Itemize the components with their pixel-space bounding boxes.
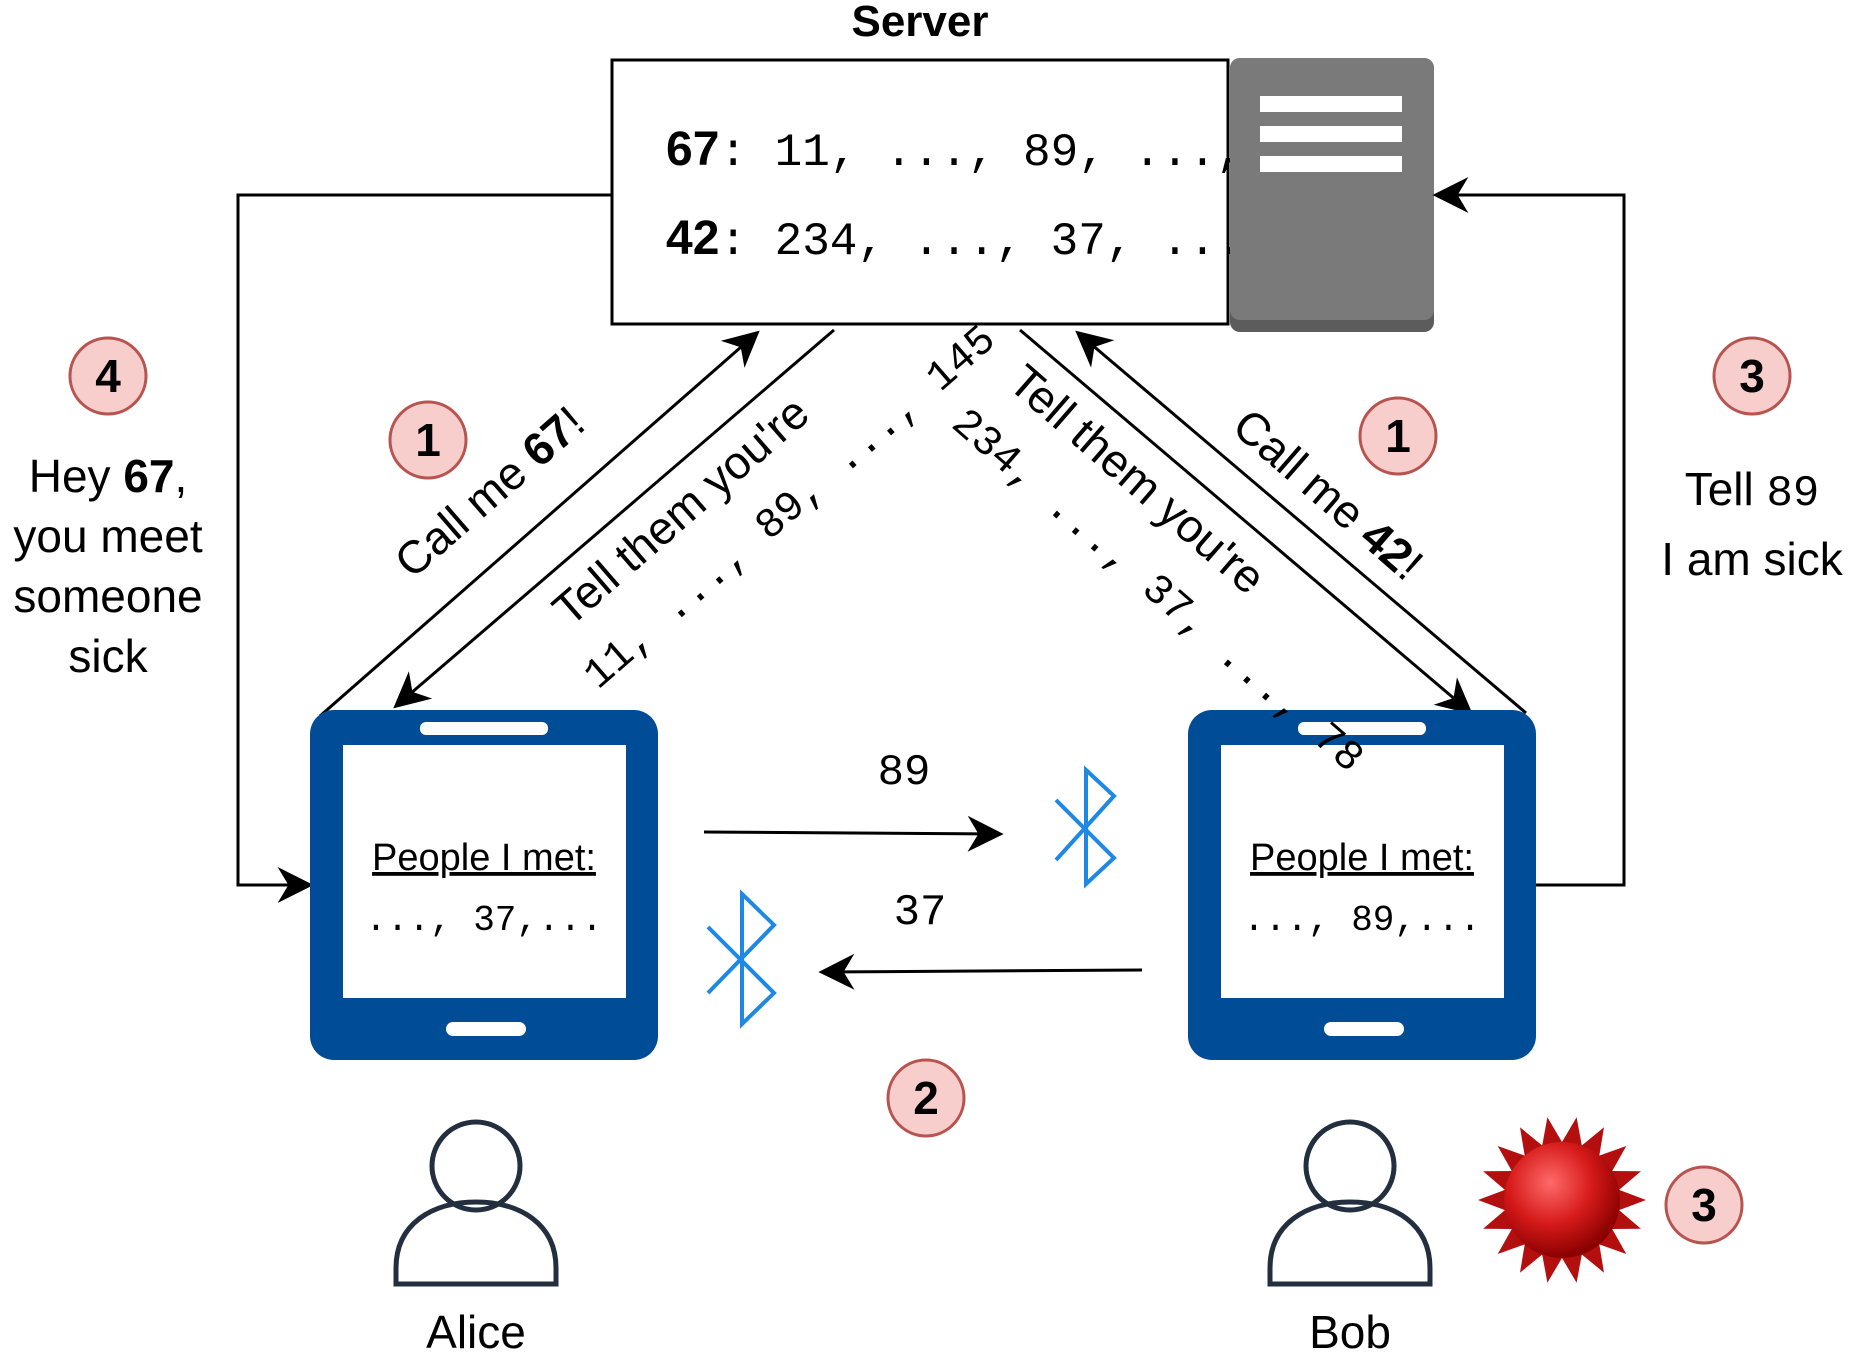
tell-word: Tell xyxy=(1685,463,1767,515)
arrow-bt-bob-to-alice xyxy=(818,953,1143,990)
alice-people-met-values: ..., 37,... xyxy=(365,900,603,941)
step-badge-1-right-label: 1 xyxy=(1385,410,1411,462)
server-row2-id: 42 xyxy=(666,212,719,265)
hey-line-1: Hey 67, xyxy=(29,450,188,502)
arrow-server-to-alice xyxy=(393,328,835,709)
step-badge-3-bob: 3 xyxy=(1664,1165,1744,1245)
alice-people-met-label: People I met: xyxy=(372,837,596,879)
server-title: Server xyxy=(851,0,988,46)
arrow-server-to-bob xyxy=(1019,328,1473,715)
server-table xyxy=(610,58,1230,326)
step-badge-1-left-label: 1 xyxy=(415,414,441,466)
virus-icon xyxy=(1478,1117,1646,1283)
bt-label-89: 89 xyxy=(878,748,931,798)
step-badge-4-label: 4 xyxy=(95,350,121,402)
arrow-bob-to-server xyxy=(1075,330,1527,715)
step-badge-3-bob-label: 3 xyxy=(1691,1179,1717,1231)
bluetooth-icon xyxy=(706,889,777,1029)
arrow-server-notify-alice xyxy=(236,193,612,903)
bob-people-met-label: People I met: xyxy=(1250,837,1474,879)
bt-label-37: 37 xyxy=(894,888,947,938)
server-icon xyxy=(1230,58,1434,332)
hey-line-3: someone xyxy=(13,570,202,622)
arrow-alice-to-server xyxy=(319,330,760,718)
step-badge-3-right-label: 3 xyxy=(1739,350,1765,402)
arrow-bt-alice-to-bob xyxy=(703,815,1004,852)
tell-them-left-values: 11, ..., 89, ..., 145 xyxy=(575,316,1006,699)
hey-id: 67 xyxy=(123,450,174,502)
step-badge-1-right: 1 xyxy=(1358,396,1438,476)
step-badge-2: 2 xyxy=(886,1058,966,1138)
bob-name: Bob xyxy=(1309,1306,1391,1353)
tell-line-1: Tell 89 xyxy=(1685,463,1820,519)
person-icon xyxy=(1267,1119,1433,1287)
server-row1-id: 67 xyxy=(666,123,719,176)
bluetooth-icon xyxy=(1054,765,1117,889)
tell-line-2: I am sick xyxy=(1661,533,1843,585)
step-badge-4: 4 xyxy=(68,336,148,416)
notify-text: Hey 67, you meet someone sick xyxy=(13,450,202,682)
tell-id: 89 xyxy=(1767,469,1820,519)
alice-name: Alice xyxy=(426,1306,526,1353)
hey-suffix: , xyxy=(174,450,187,502)
bob-phone xyxy=(1188,710,1536,1060)
hey-line-2: you meet xyxy=(13,510,202,562)
hey-prefix: Hey xyxy=(29,450,124,502)
alice-phone xyxy=(310,710,658,1060)
step-badge-2-label: 2 xyxy=(913,1072,939,1124)
arrow-bob-report-server xyxy=(1432,177,1626,887)
step-badge-3-right: 3 xyxy=(1712,336,1792,416)
bob-people-met-values: ..., 89,... xyxy=(1243,900,1481,941)
hey-line-4: sick xyxy=(68,630,148,682)
report-text: Tell 89 I am sick xyxy=(1661,463,1843,585)
person-icon xyxy=(393,1119,559,1287)
step-badge-1-left: 1 xyxy=(388,400,468,480)
